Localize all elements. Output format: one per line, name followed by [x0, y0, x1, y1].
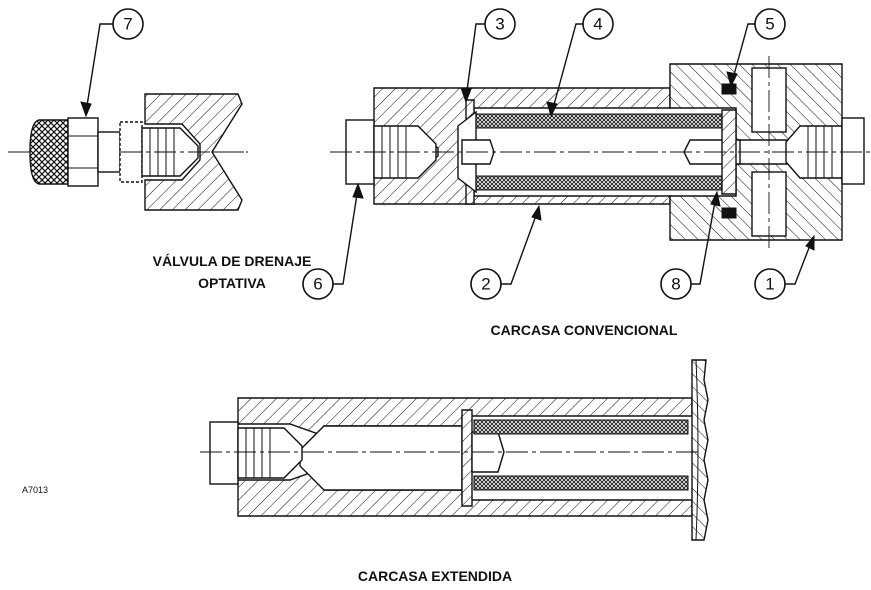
extended-housing-view — [200, 359, 709, 541]
svg-text:8: 8 — [671, 275, 680, 294]
ext-filter-element-bottom — [473, 475, 689, 491]
callout-5: 5 — [726, 8, 786, 88]
callout-1: 1 — [754, 234, 815, 300]
knurled-knob — [29, 119, 69, 185]
extended-caption: CARCASA EXTENDIDA — [358, 568, 512, 584]
callout-8: 8 — [660, 190, 721, 300]
conventional-caption: CARCASA CONVENCIONAL — [491, 322, 678, 338]
drain-valve-view — [8, 93, 248, 211]
drawing-id: A7013 — [22, 485, 48, 495]
filter-element-bottom — [475, 175, 723, 191]
callout-7: 7 — [80, 8, 144, 118]
conventional-housing-view — [330, 56, 870, 248]
drain-housing-section — [144, 93, 243, 211]
filter-element-top — [475, 113, 723, 129]
svg-text:4: 4 — [593, 15, 602, 34]
callout-4: 4 — [546, 8, 614, 118]
o-ring-bottom — [721, 207, 737, 219]
svg-text:5: 5 — [765, 15, 774, 34]
svg-text:2: 2 — [481, 275, 490, 294]
svg-text:1: 1 — [765, 275, 774, 294]
drain-valve-caption-line2: OPTATIVA — [198, 275, 266, 291]
svg-text:3: 3 — [495, 15, 504, 34]
svg-text:6: 6 — [313, 275, 322, 294]
valve-nut — [67, 117, 99, 187]
callout-3: 3 — [460, 8, 516, 104]
ext-filter-element-top — [473, 419, 689, 435]
drain-valve-caption-line1: VÁLVULA DE DRENAJE — [153, 253, 312, 269]
callout-2: 2 — [470, 204, 542, 300]
svg-text:7: 7 — [123, 15, 132, 34]
o-ring-top — [721, 83, 737, 95]
callout-6: 6 — [302, 182, 364, 300]
